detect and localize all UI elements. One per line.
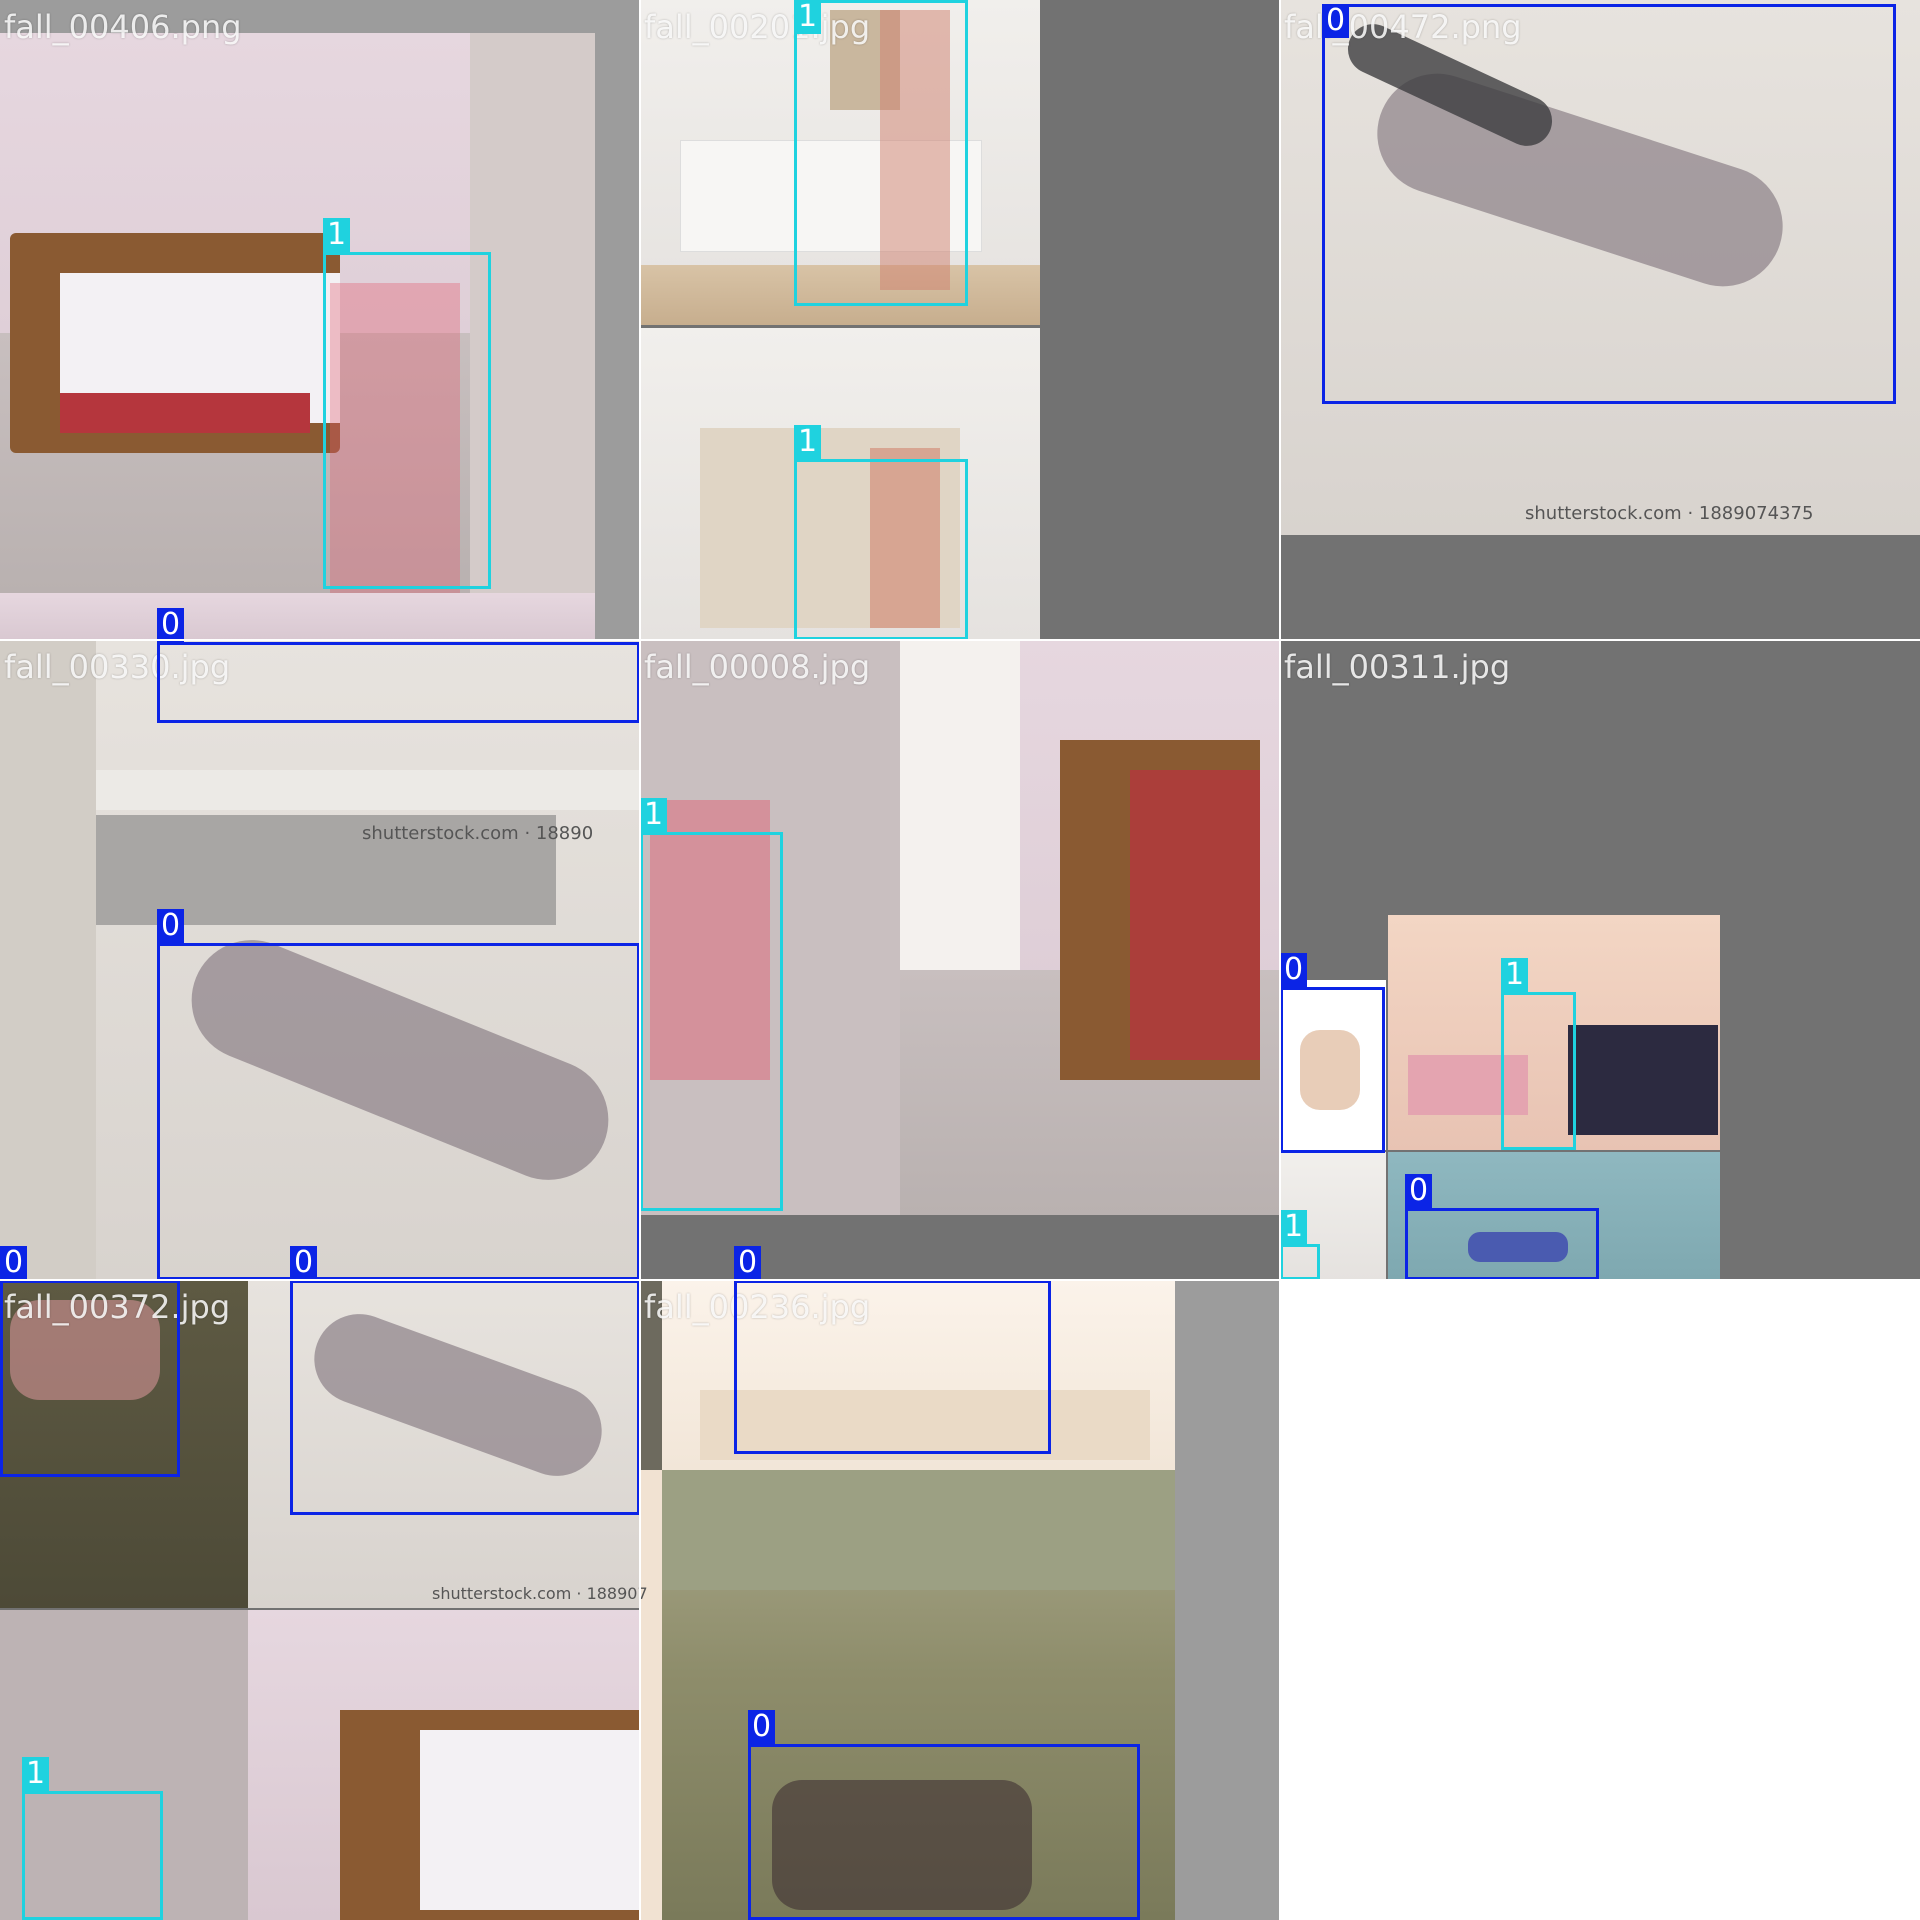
watermark-text: shutterstock.com · 18890 [362,823,594,844]
fallen-man-photo: shutterstock.com · 1889074375 [1280,0,1920,535]
person-bounding-box [1280,1244,1320,1280]
fall-bounding-box [157,943,640,1280]
tile-filename: fall_00008.jpg [644,648,871,686]
overexposed-photo [640,1280,1175,1470]
class-label-tag: 0 [734,1246,762,1280]
grid-divider [0,639,1920,641]
class-label-tag: 1 [1501,958,1529,992]
grass-fall-photo [0,1280,248,1608]
tile-filename: fall_00201.jpg [644,8,871,46]
grid-divider [1279,0,1281,1920]
person-bounding-box [794,459,968,640]
grid-divider [0,1279,1920,1281]
bedroom-photo-strip [0,593,595,640]
bedroom-photo [0,33,595,603]
person-bounding-box [22,1791,163,1920]
empty-mosaic-slot [1280,1280,1920,1920]
fallen-man-photo: shutterstock.com · 18890 [0,640,640,1280]
class-label-tag: 0 [1322,4,1350,38]
class-label-tag: 1 [794,0,822,34]
class-label-tag: 1 [1280,1210,1308,1244]
mosaic-tile-2: fall_00201.jpg 1 1 [640,0,1280,640]
person-bounding-box [794,0,968,306]
class-label-tag: 0 [1405,1174,1433,1208]
class-label-tag: 0 [0,1246,28,1280]
mosaic-tile-6: fall_00311.jpg 0 1 0 1 [1280,640,1920,1280]
watermark-text: shutterstock.com · 188907 [432,1584,648,1603]
tile-filename: fall_00311.jpg [1284,648,1511,686]
fall-bounding-box [734,1280,1051,1454]
fall-bounding-box [748,1744,1140,1920]
tile-filename: fall_00372.jpg [4,1288,231,1326]
fall-bounding-box [1405,1208,1599,1280]
fallen-man-photo: shutterstock.com · 188907 [248,1280,648,1608]
fall-bounding-box [1280,987,1385,1153]
bedroom-photo [640,640,1280,1215]
tile-filename: fall_00330.jpg [4,648,231,686]
class-label-tag: 1 [640,798,668,832]
class-label-tag: 0 [157,608,185,642]
class-label-tag: 1 [323,218,351,252]
person-bounding-box [1501,992,1576,1150]
mosaic-tile-7: shutterstock.com · 188907 fall_00372.jpg… [0,1246,648,1920]
class-label-tag: 0 [157,909,185,943]
fall-bounding-box [1322,4,1896,404]
class-label-tag: 0 [1280,953,1308,987]
mosaic-tile-8: fall_00236.jpg 0 0 [640,1246,1280,1920]
person-bounding-box [323,252,491,589]
class-label-tag: 1 [794,425,822,459]
tile-filename: fall_00236.jpg [644,1288,871,1326]
mosaic-tile-1: fall_00406.png 1 [0,0,640,640]
mosaic-tile-3: shutterstock.com · 1889074375 fall_00472… [1280,0,1920,640]
fallen-worker-photo [1388,1152,1720,1280]
fall-bounding-box [157,642,640,723]
class-label-tag: 1 [22,1757,50,1791]
wardrobe-photo-top [640,0,1040,325]
living-room-photo [1388,915,1720,1150]
tile-filename: fall_00406.png [4,8,242,46]
mosaic-tile-5: fall_00008.jpg 1 [640,640,1280,1280]
grid-divider [639,0,641,1920]
class-label-tag: 0 [290,1246,318,1280]
fall-bounding-box [0,1280,180,1477]
mosaic-tile-4: shutterstock.com · 18890 fall_00330.jpg … [0,608,640,1280]
fall-bounding-box [290,1280,640,1515]
watermark-text: shutterstock.com · 1889074375 [1525,503,1814,524]
falling-man-photo [1280,980,1386,1150]
grass-fall-photo [662,1470,1175,1920]
person-bounding-box [640,832,783,1211]
class-label-tag: 0 [748,1710,776,1744]
